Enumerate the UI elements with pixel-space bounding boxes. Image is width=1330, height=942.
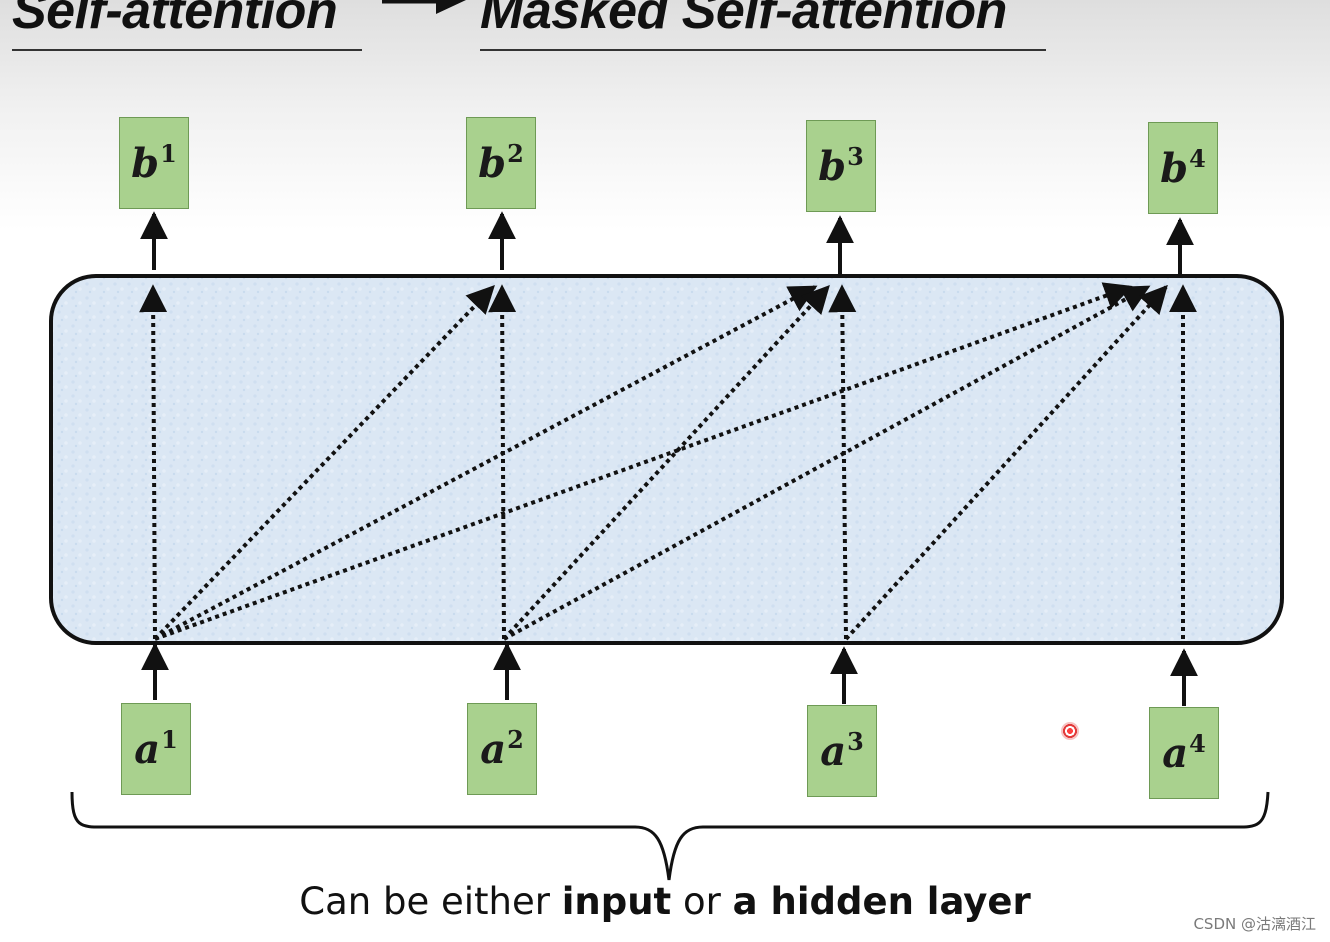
output-box-b3: b3 <box>806 120 876 212</box>
title-bar: Self-attention Masked Self-attention <box>0 0 1330 58</box>
output-label-b4: b4 <box>1160 144 1206 192</box>
input-box-a3: a3 <box>807 705 877 797</box>
output-label-b1: b1 <box>131 139 177 187</box>
title-left-underline <box>12 49 362 51</box>
title-masked-self-attention: Masked Self-attention <box>480 0 1007 40</box>
attention-panel <box>49 274 1284 645</box>
right-arrow-icon <box>382 0 466 14</box>
dotted-link-a2-b4 <box>503 285 1151 641</box>
dotted-link-a1-b2 <box>153 284 495 641</box>
input-arrows <box>141 642 1198 706</box>
input-box-a4: a4 <box>1149 707 1219 799</box>
title-right-underline <box>480 49 1046 51</box>
input-label-a1: a1 <box>134 725 178 773</box>
input-label-a4: a4 <box>1162 729 1206 777</box>
dotted-link-a1-b1 <box>139 284 168 640</box>
output-label-b2: b2 <box>478 139 524 187</box>
input-label-a3: a3 <box>820 727 864 775</box>
input-label-a2: a2 <box>480 725 524 773</box>
input-box-a2: a2 <box>467 703 537 795</box>
watermark: CSDN @沽漓酒江 <box>1193 915 1316 933</box>
laser-pointer-dot <box>1061 722 1079 740</box>
curly-brace <box>70 791 1270 881</box>
output-box-b2: b2 <box>466 117 536 209</box>
caption: Can be either input or a hidden layer <box>299 880 1031 923</box>
dotted-link-a3-b3 <box>828 284 857 640</box>
dotted-attention-links <box>139 282 1197 641</box>
dotted-link-a2-b2 <box>488 284 517 640</box>
input-box-a1: a1 <box>121 703 191 795</box>
title-self-attention: Self-attention <box>12 0 338 40</box>
output-arrows <box>140 211 1194 276</box>
output-box-b1: b1 <box>119 117 189 209</box>
output-label-b3: b3 <box>818 142 864 190</box>
output-box-b4: b4 <box>1148 122 1218 214</box>
